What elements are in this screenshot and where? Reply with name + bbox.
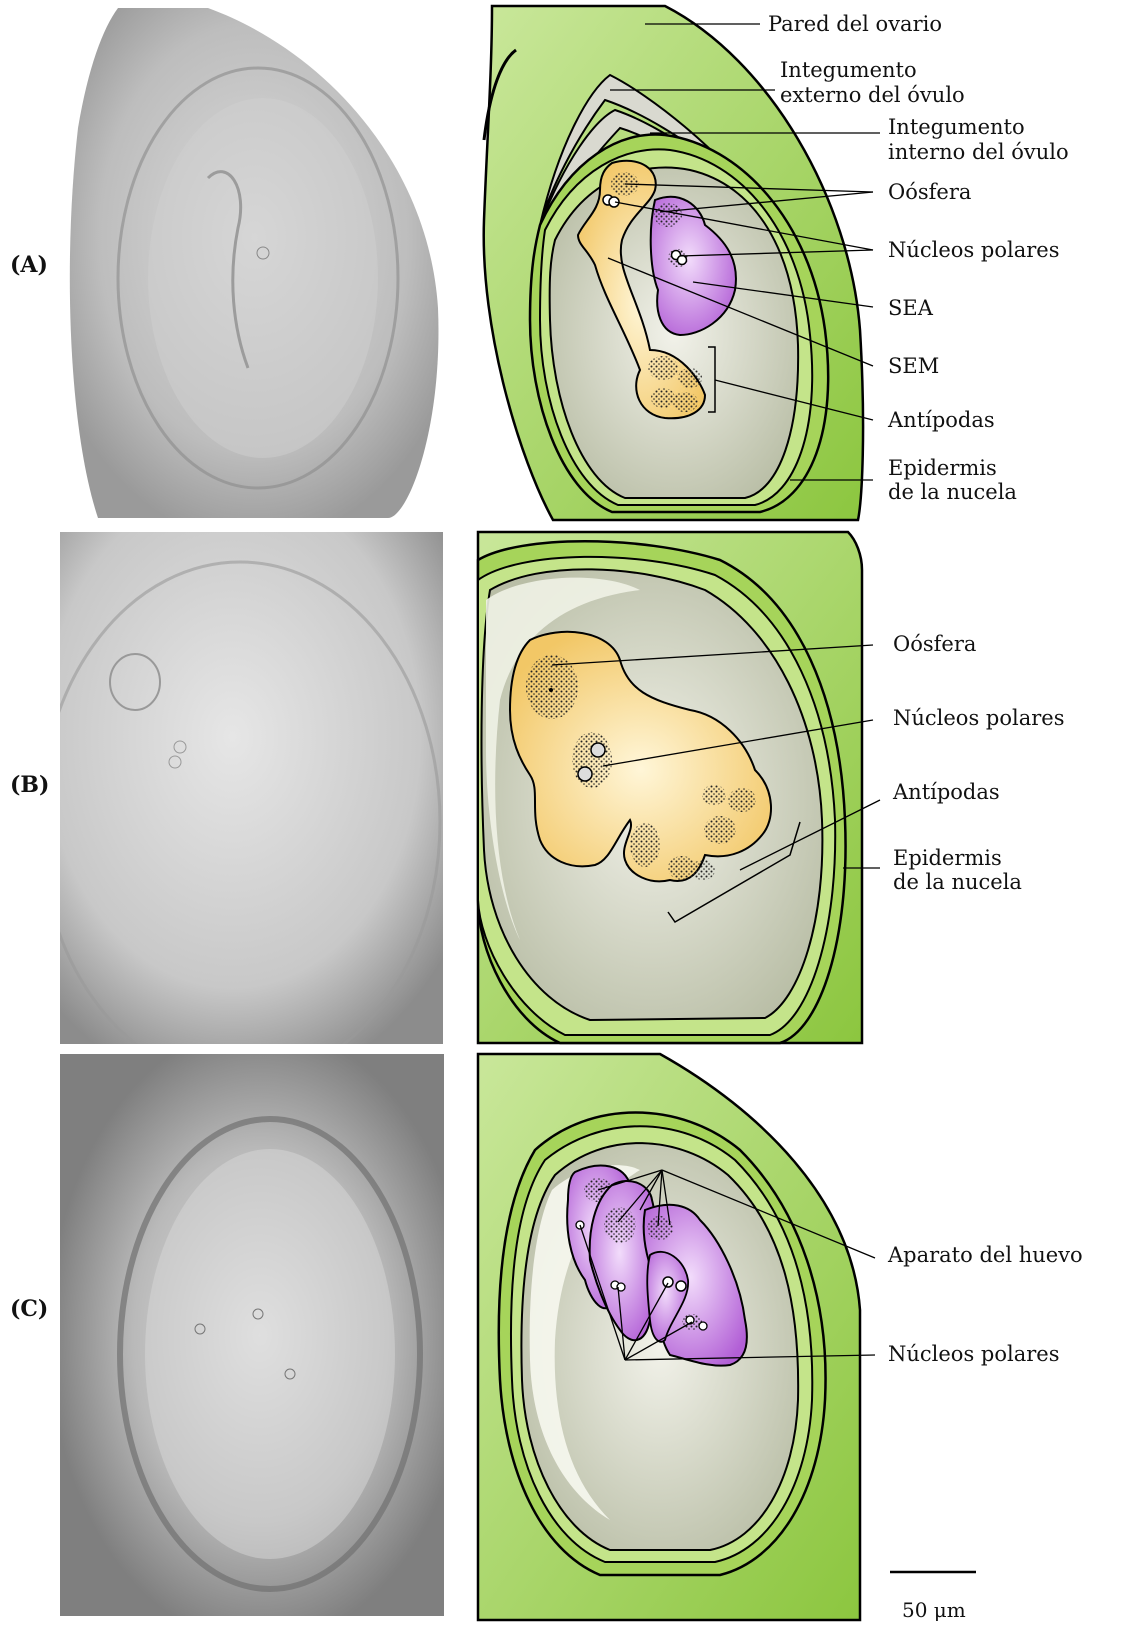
label-ovary-wall: Pared del ovario (768, 12, 942, 37)
label-outer-integument-2: externo del óvulo (780, 83, 965, 108)
label-antipodals-b: Antípodas (893, 780, 1000, 805)
label-egg-apparatus: Aparato del huevo (888, 1243, 1083, 1268)
label-sea: SEA (888, 296, 933, 321)
label-oosphere-a: Oósfera (888, 180, 971, 205)
label-nucellus-epidermis-b-2: de la nucela (893, 870, 1022, 895)
diagram-c (478, 1054, 875, 1620)
label-polar-nuclei-c: Núcleos polares (888, 1342, 1059, 1367)
label-nucellus-epidermis-b-1: Epidermis (893, 846, 1002, 871)
label-nucellus-epidermis-a-1: Epidermis (888, 456, 997, 481)
label-inner-integument-2: interno del óvulo (888, 140, 1069, 165)
label-polar-nuclei-a: Núcleos polares (888, 238, 1059, 263)
label-nucellus-epidermis-a-2: de la nucela (888, 480, 1017, 505)
label-inner-integument-1: Integumento (888, 115, 1025, 140)
scale-bar-label: 50 μm (902, 1598, 966, 1622)
label-oosphere-b: Oósfera (893, 632, 976, 657)
label-polar-nuclei-b: Núcleos polares (893, 706, 1064, 731)
label-antipodals-a: Antípodas (888, 408, 995, 433)
label-sem: SEM (888, 354, 939, 379)
label-outer-integument-1: Integumento (780, 58, 917, 83)
diagram-b (478, 532, 880, 1043)
